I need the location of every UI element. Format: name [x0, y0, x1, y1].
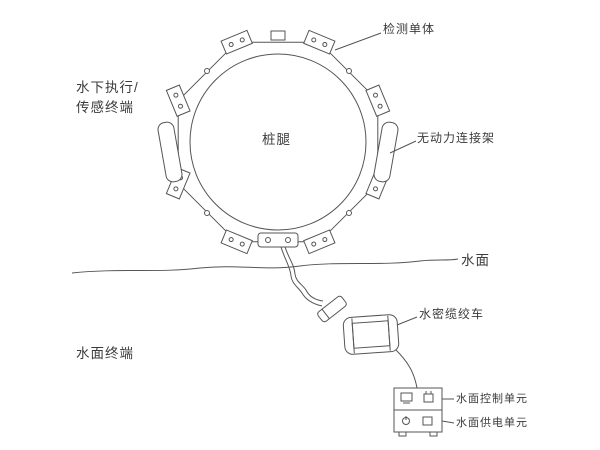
cable-guide: [317, 295, 347, 323]
left-fin: [157, 121, 183, 183]
frame-joints: [204, 33, 352, 216]
leader-lines: [334, 32, 455, 424]
detection-unit: [220, 29, 253, 55]
label-watertight-winch: 水密缆绞车: [419, 307, 485, 321]
surface-power-box: [393, 409, 443, 437]
pile-leg-circle: [189, 53, 367, 231]
detection-unit: [303, 29, 336, 55]
leader-winch: [396, 316, 418, 326]
top-connector: [270, 30, 286, 41]
label-underwater-terminal-line2: 传感终端: [76, 100, 134, 115]
winch-drum: [342, 314, 400, 355]
leader-unpowered-frame: [389, 140, 417, 154]
detection-unit: [303, 229, 336, 255]
outlet-icon: [422, 416, 433, 426]
monitor-icon: [400, 392, 413, 402]
label-surface-terminal: 水面终端: [76, 346, 134, 361]
winch-to-box-cable: [395, 349, 418, 389]
detection-unit: [365, 84, 391, 117]
label-pile-leg: 桩腿: [262, 132, 291, 147]
label-unpowered-frame: 无动力连接架: [417, 131, 496, 145]
bottom-connector: [257, 232, 299, 248]
detection-unit: [220, 229, 253, 255]
label-detection-unit: 检测单体: [383, 22, 436, 36]
detection-unit: [165, 84, 191, 117]
leader-detection-unit: [334, 32, 382, 51]
right-fin: [373, 121, 399, 183]
label-water-surface: 水面: [461, 253, 490, 268]
water-surface-line: [71, 258, 459, 274]
label-surface-control-unit: 水面控制单元: [456, 393, 528, 405]
label-surface-power-unit: 水面供电单元: [456, 417, 528, 429]
surface-control-box: [393, 387, 443, 411]
socket-icon: [423, 393, 434, 403]
leader-power-unit: [441, 420, 455, 424]
label-underwater-terminal-line1: 水下执行/: [76, 80, 139, 95]
umbilical-cable: [280, 246, 324, 307]
